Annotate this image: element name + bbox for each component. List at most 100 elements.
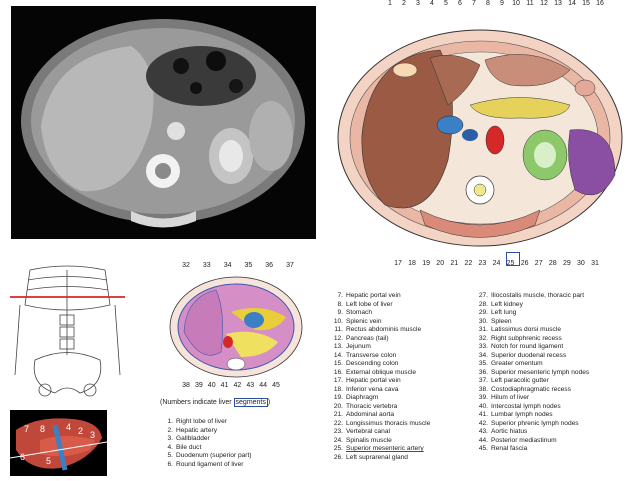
legend-item: 31.Latissimus dorsi muscle — [475, 326, 589, 335]
legend-text: Splenic vein — [346, 317, 382, 325]
legend-text: Latissimus dorsi muscle — [491, 326, 561, 333]
legend-number: 11. — [334, 326, 343, 333]
legend-text: Superior duodenal recess — [491, 351, 567, 359]
liver-segment-label: 8 — [40, 424, 45, 434]
legend-number: 16. — [333, 368, 343, 376]
legend-number: 4. — [167, 443, 174, 451]
legend-item: 45.Renal fascia — [475, 445, 589, 454]
legend-number: 40. — [478, 402, 488, 410]
legend-text: Round ligament of liver — [176, 460, 244, 468]
label-number: 19 — [422, 260, 431, 267]
label-number: 2 — [402, 0, 406, 7]
legend-item: 30.Spleen — [475, 318, 589, 327]
legend-text: Transverse colon — [346, 351, 397, 359]
legend-text: Stomach — [346, 309, 373, 316]
legend-text: Right subphrenic recess — [491, 334, 562, 342]
cross-section-drawing — [337, 29, 623, 247]
legend-item: 40.Intercostal lymph nodes — [475, 403, 589, 412]
legend-text: Hepatic artery — [176, 426, 218, 434]
liver-segment-label: 7 — [24, 424, 29, 434]
label-number: 35 — [244, 262, 253, 269]
legend-item: 35.Greater omentum — [475, 360, 589, 369]
legend-number: 34. — [478, 351, 488, 359]
legend-number: 7. — [337, 292, 344, 299]
label-number: 17 — [394, 260, 402, 267]
label-number: 39 — [194, 382, 203, 389]
label-number: 18 — [408, 260, 416, 267]
legend-item: 22.Longissimus thoracis muscle — [330, 420, 430, 429]
legend-text: Notch for round ligament — [491, 343, 564, 350]
legend-item: 27.Iliocostalis muscle, thoracic part — [475, 292, 589, 301]
legend-item: 32.Right subphrenic recess — [475, 335, 589, 344]
legend-text: Superior mesenteric artery — [346, 445, 424, 452]
note-suffix: ) — [267, 399, 271, 406]
legend-item: 34.Superior duodenal recess — [475, 352, 589, 361]
legend-number: 3. — [167, 435, 174, 442]
legend-number: 28. — [478, 300, 488, 308]
legend-number: 18. — [333, 385, 343, 393]
legend-item: 26.Left suprarenal gland — [330, 454, 430, 463]
legend-text: Bile duct — [176, 443, 202, 451]
legend-number: 23. — [333, 428, 343, 435]
legend-item: 38.Costodiaphragmatic recess — [475, 386, 589, 395]
legend-item: 44.Posterior mediastinum — [475, 437, 589, 446]
label-number: 36 — [265, 262, 274, 269]
legend-item: 20.Thoracic vertebra — [330, 403, 430, 412]
legend-item: 23.Vertebral canal — [330, 428, 430, 437]
label-number: 8 — [486, 0, 490, 7]
legend-item: 16.External oblique muscle — [330, 369, 430, 378]
legend-text: Hepatic portal vein — [346, 292, 401, 299]
legend-text: Jejunum — [346, 343, 371, 350]
legend-number: 2. — [167, 426, 174, 434]
legend-item: 21.Abdominal aorta — [330, 411, 430, 420]
label-number: 40 — [207, 382, 216, 389]
legend-item: 28.Left kidney — [475, 301, 589, 310]
legend-number: 10. — [333, 317, 343, 325]
label-number: 7 — [472, 0, 476, 7]
label-number: 41 — [220, 382, 229, 389]
legend-number: 15. — [333, 360, 343, 367]
liver-segment-label: 5 — [46, 456, 51, 466]
label-number: 4 — [430, 0, 434, 7]
legend-text: External oblique muscle — [346, 368, 417, 376]
label-number: 23 — [478, 260, 487, 267]
legend-item: 1.Right lobe of liver — [160, 418, 252, 427]
legend-text: Diaphragm — [346, 394, 379, 401]
legend-text: Rectus abdominis muscle — [346, 326, 422, 333]
legend-item: 19.Diaphragm — [330, 394, 430, 403]
liver-segment-label: 4 — [66, 422, 71, 432]
legend-text: Abdominal aorta — [346, 411, 395, 418]
legend-item: 29.Left lung — [475, 309, 589, 318]
label-number: 13 — [554, 0, 562, 7]
legend-number: 5. — [167, 452, 174, 459]
legend-text: Posterior mediastinum — [491, 436, 557, 444]
legend-number: 45. — [478, 445, 488, 452]
legend-item: 43.Aortic hiatus — [475, 428, 589, 437]
label-number: 20 — [436, 260, 445, 267]
legend-number: 44. — [478, 436, 488, 444]
legend-text: Lumbar lymph nodes — [491, 411, 553, 418]
legend-text: Renal fascia — [491, 445, 528, 452]
legend-item: 41.Lumbar lymph nodes — [475, 411, 589, 420]
legend-number: 39. — [478, 394, 488, 401]
legend-text: Left paracolic gutter — [491, 377, 549, 384]
legend-text: Thoracic vertebra — [346, 402, 398, 410]
legend-text: Hilum of liver — [491, 394, 530, 401]
legend-item: 10.Splenic vein — [330, 318, 430, 327]
label-number: 15 — [582, 0, 590, 7]
legend-item: 42.Superior phrenic lymph nodes — [475, 420, 589, 429]
label-number: 42 — [233, 382, 242, 389]
label-number: 11 — [526, 0, 534, 7]
liver-segment-label: 2 — [78, 426, 83, 436]
legend-item: 17.Hepatic portal vein — [330, 377, 430, 386]
legend-number: 27. — [478, 292, 488, 299]
legend-item: 6.Round ligament of liver — [160, 461, 252, 470]
legend-text: Left kidney — [491, 300, 523, 308]
legend-number: 17. — [333, 377, 343, 384]
note-segments-word: segments — [233, 398, 268, 407]
label-number: 12 — [540, 0, 548, 7]
label-number: 44 — [259, 382, 268, 389]
label-number: 22 — [464, 260, 473, 267]
